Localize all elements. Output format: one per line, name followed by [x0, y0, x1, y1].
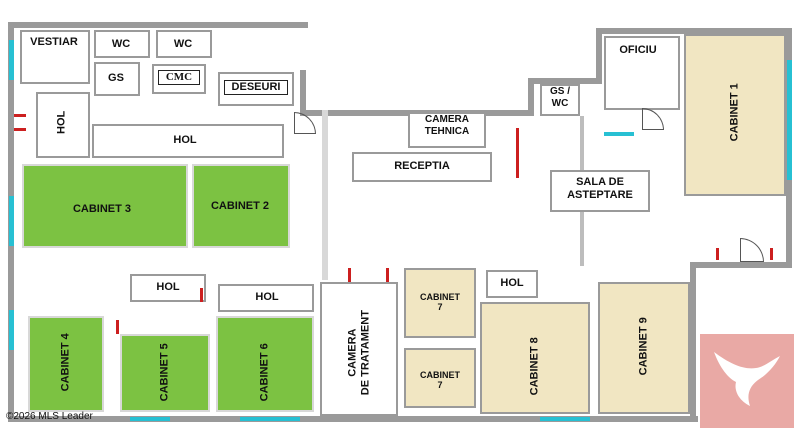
room-wc-2 — [156, 30, 212, 58]
door-mark — [14, 128, 26, 131]
label-cabinet-3: CABINET 3 — [72, 203, 132, 215]
label-cabinet-1: CABINET 1 — [728, 83, 741, 142]
wall — [528, 78, 534, 116]
room-hol-low — [218, 284, 314, 312]
room-wc-1 — [94, 30, 150, 58]
label-wc-1: WC — [111, 38, 131, 50]
room-cabinet-9 — [598, 282, 690, 414]
door-mark — [386, 268, 389, 282]
label-cabinet-7a: CABINET 7 — [420, 292, 460, 313]
label-camera-tratament: CAMERA DE TRATAMENT — [346, 310, 371, 396]
room-cabinet-7b — [404, 348, 476, 408]
room-cabinet-7a — [404, 268, 476, 338]
label-hol-top: HOL — [173, 134, 197, 146]
label-cabinet-4: CABINET 4 — [59, 333, 72, 392]
label-camera-tehnica: CAMERA TEHNICA — [424, 114, 470, 137]
door-mark — [116, 320, 119, 334]
label-hol-low: HOL — [255, 291, 279, 303]
wall — [8, 416, 698, 422]
room-gs — [94, 62, 140, 96]
room-hol-right — [486, 270, 538, 298]
window — [9, 310, 14, 350]
label-cmc: CMC — [158, 70, 200, 85]
door-mark — [14, 114, 26, 117]
window — [9, 196, 14, 246]
label-receptia: RECEPTIA — [394, 160, 450, 172]
label-hol-right: HOL — [500, 277, 524, 289]
room-cabinet-5 — [120, 334, 210, 412]
label-sala-asteptare: SALA DE ASTEPTARE — [567, 176, 633, 201]
door-swing — [642, 108, 664, 130]
room-cabinet-2 — [192, 164, 290, 248]
window — [9, 40, 14, 80]
label-cabinet-9: CABINET 9 — [637, 317, 650, 376]
room-cabinet-3 — [22, 164, 188, 248]
label-cabinet-2: CABINET 2 — [210, 200, 270, 212]
wall — [8, 22, 308, 28]
wall — [690, 262, 696, 420]
door-mark — [348, 268, 351, 282]
door-mark — [200, 288, 203, 302]
wall — [596, 28, 792, 34]
door-swing — [740, 238, 764, 262]
wall — [300, 70, 306, 114]
window — [540, 417, 590, 421]
wall — [528, 78, 598, 84]
label-cabinet-7b: CABINET 7 — [420, 370, 460, 391]
wall — [690, 262, 792, 268]
label-cabinet-6: CABINET 6 — [258, 343, 271, 402]
label-gs-wc: GS / WC — [549, 86, 570, 109]
label-vestiar: VESTIAR — [30, 36, 78, 48]
room-cabinet-8 — [480, 302, 590, 414]
room-receptia — [352, 152, 492, 182]
room-sala-asteptare — [550, 170, 650, 212]
window — [787, 60, 792, 180]
door-mark — [516, 128, 519, 178]
label-hol-left: HOL — [55, 110, 68, 134]
room-hol-mid — [130, 274, 206, 302]
window — [240, 417, 300, 421]
room-hol-left — [36, 92, 90, 158]
bird-logo-icon — [714, 352, 780, 406]
label-gs: GS — [108, 72, 124, 84]
room-cabinet-6 — [216, 316, 314, 412]
wall — [322, 110, 328, 280]
wall — [596, 28, 602, 84]
room-vestiar — [20, 30, 90, 84]
room-camera-tehnica — [408, 112, 486, 148]
label-deseuri: DESEURI — [224, 80, 288, 95]
label-cabinet-8: CABINET 8 — [528, 337, 541, 396]
label-wc-2: WC — [173, 38, 193, 50]
label-cabinet-5: CABINET 5 — [158, 343, 171, 402]
label-hol-mid: HOL — [156, 281, 180, 293]
copyright-text: ©2026 MLS Leader — [6, 411, 93, 422]
room-camera-tratament — [320, 282, 398, 416]
watermark-logo — [700, 334, 794, 428]
room-gs-wc — [540, 84, 580, 116]
room-cabinet-4 — [28, 316, 104, 412]
label-oficiu: OFICIU — [619, 44, 657, 56]
door-mark — [770, 248, 773, 260]
room-hol-top — [92, 124, 284, 158]
door-mark — [716, 248, 719, 260]
window — [604, 132, 634, 136]
window — [130, 417, 170, 421]
room-cabinet-1 — [684, 34, 786, 196]
